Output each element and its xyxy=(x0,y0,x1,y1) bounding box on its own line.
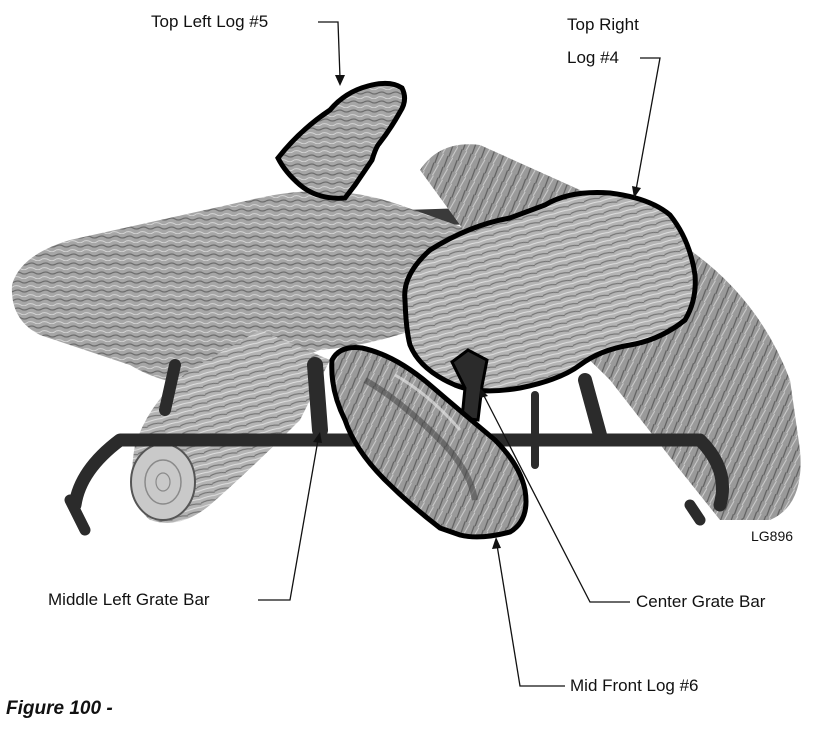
callout-center-grate-bar: Center Grate Bar xyxy=(636,592,765,612)
log-end-cut xyxy=(131,444,195,520)
drawing-code: LG896 xyxy=(751,528,793,544)
callout-top-right-log-line2: Log #4 xyxy=(567,48,619,68)
callout-top-left-log: Top Left Log #5 xyxy=(151,12,268,32)
figure-caption: Figure 100 - xyxy=(6,698,113,720)
callout-middle-left-grate-bar: Middle Left Grate Bar xyxy=(48,590,210,610)
callout-mid-front-log: Mid Front Log #6 xyxy=(570,676,699,696)
top-left-log-5 xyxy=(278,83,405,198)
callout-top-right-log-line1: Top Right xyxy=(567,15,639,35)
